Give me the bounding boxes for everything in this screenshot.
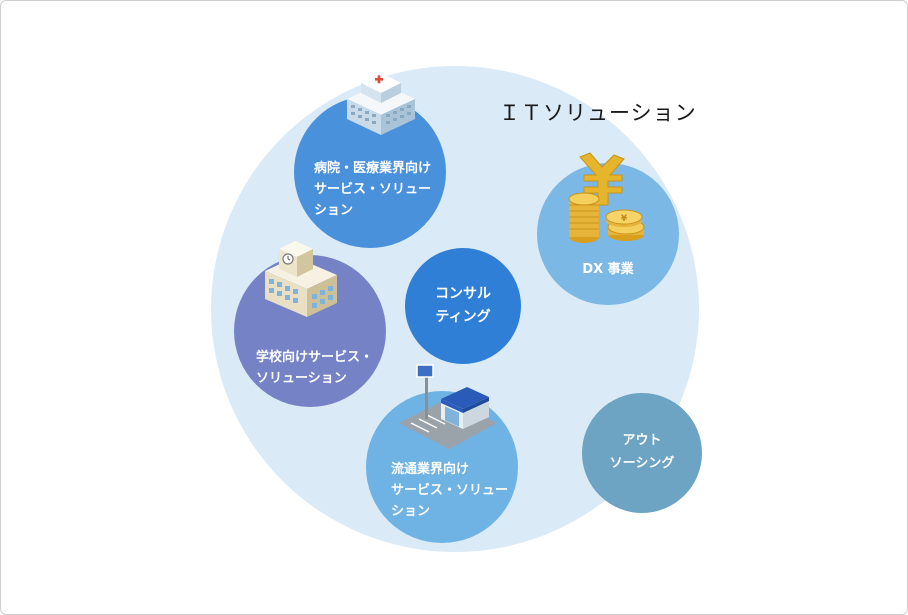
outsourcing-node: アウト ソーシング bbox=[582, 393, 702, 513]
retail-label-line1: 流通業界向け bbox=[391, 462, 470, 477]
consulting-label: コンサル ティング bbox=[405, 283, 521, 329]
outsourcing-label-line2: ソーシング bbox=[609, 456, 675, 471]
convenience-store-icon bbox=[399, 364, 497, 449]
yen-coins-icon: ¥ bbox=[568, 152, 645, 243]
outsourcing-label-line1: アウト bbox=[622, 433, 662, 448]
school-label-line1: 学校向けサービス・ bbox=[256, 350, 374, 365]
hospital-label-line2: サービス・ソリュー bbox=[314, 182, 432, 197]
consulting-label-line1: コンサル bbox=[435, 286, 491, 302]
hospital-building-icon bbox=[347, 73, 415, 135]
hospital-label-line3: ション bbox=[314, 203, 354, 218]
school-service-label: 学校向けサービス・ ソリューション bbox=[256, 347, 373, 389]
hospital-service-label: 病院・医療業界向け サービス・ソリュー ション bbox=[314, 158, 431, 221]
school-service-node: 学校向けサービス・ ソリューション bbox=[234, 255, 386, 407]
dx-label-line1: DX 事業 bbox=[582, 262, 634, 277]
retail-service-label: 流通業界向け サービス・ソリュー ション bbox=[391, 459, 508, 522]
diagram-title: ＩＴソリューション bbox=[499, 101, 697, 125]
svg-text:¥: ¥ bbox=[621, 214, 628, 224]
hospital-label-line1: 病院・医療業界向け bbox=[314, 161, 432, 176]
retail-label-line2: サービス・ソリュー bbox=[391, 483, 509, 498]
outsourcing-label: アウト ソーシング bbox=[582, 429, 702, 475]
retail-label-line3: ション bbox=[391, 504, 431, 519]
dx-business-label: DX 事業 bbox=[537, 259, 679, 280]
school-label-line2: ソリューション bbox=[256, 371, 347, 386]
consulting-label-line2: ティング bbox=[435, 309, 491, 325]
school-building-icon bbox=[265, 241, 337, 317]
consulting-node: コンサル ティング bbox=[405, 248, 521, 364]
